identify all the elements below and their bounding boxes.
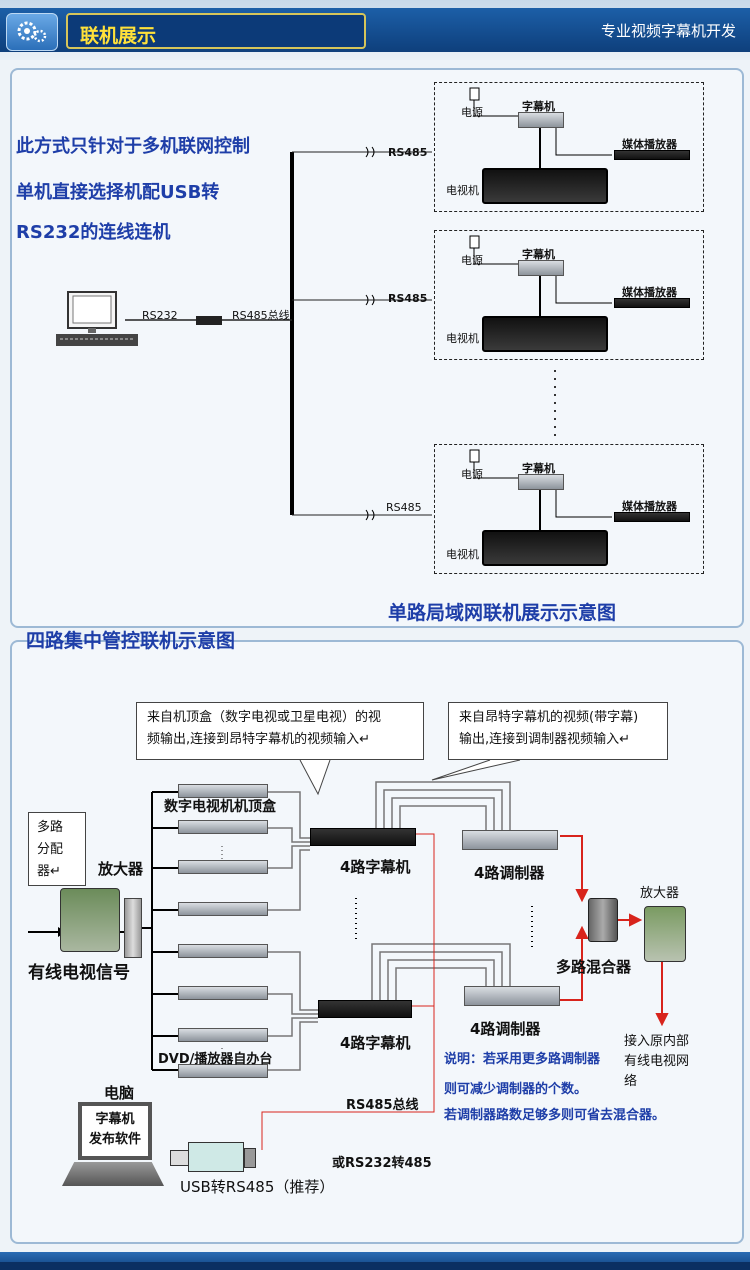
stb-1 (178, 784, 268, 798)
cable-signal-label: 有线电视信号 (28, 963, 130, 983)
rs485-bus-bottom-label: RS485总线 (346, 1098, 419, 1113)
cable-amplifier-icon (60, 888, 120, 952)
modulator-b-label: 4路调制器 (470, 1020, 541, 1038)
tv-3 (482, 530, 608, 566)
header-right-text: 专业视频字幕机开发 (600, 22, 736, 40)
modulator-a (462, 830, 558, 850)
media-player-2 (614, 298, 690, 308)
callout-stb-line-2: 频输出,连接到昂特字幕机的视频输入↵ (147, 732, 371, 747)
subtitle-4ch-b-label: 4路字幕机 (340, 1034, 411, 1052)
header-tab: 联机展示 (66, 13, 366, 49)
stb-5 (178, 944, 268, 958)
subtitle-machine-label-1: 字幕机 (522, 100, 555, 113)
note-3: 若调制器路数足够多则可省去混合器。 (444, 1108, 666, 1123)
media-player-label-1: 媒体播放器 (622, 138, 677, 151)
header: 联机展示 专业视频字幕机开发 (0, 0, 750, 60)
rs232-label: RS232 (142, 309, 178, 322)
media-player-1 (614, 150, 690, 160)
tv-label-3: 电视机 (446, 548, 479, 561)
stb-4 (178, 902, 268, 916)
stb-6 (178, 986, 268, 1000)
subtitle-4ch-a-label: 4路字幕机 (340, 858, 411, 876)
splitter-icon (124, 898, 142, 958)
computer-icon (52, 290, 140, 350)
stb-2 (178, 820, 268, 834)
dvd-label: DVD/播放器自办台 (158, 1052, 273, 1067)
callout-stb-line-1: 来自机顶盒（数字电视或卫星电视）的视 (147, 710, 382, 725)
rs485-label-2: RS485 (388, 292, 428, 305)
callout-modulator-line-1: 来自昂特字幕机的视频(带字幕) (459, 710, 639, 725)
media-player-label-3: 媒体播放器 (622, 500, 677, 513)
callout-modulator: 来自昂特字幕机的视频(带字幕) 输出,连接到调制器视频输入↵ (448, 702, 668, 760)
unit-group-1 (434, 82, 704, 212)
computer-label: 电脑 (104, 1084, 135, 1102)
callout-splitter: 多路 分配 器↵ (28, 812, 86, 886)
tv-1 (482, 168, 608, 204)
software-line-2: 发布软件 (88, 1132, 141, 1147)
amp-right-icon (644, 906, 686, 962)
media-player-3 (614, 512, 690, 522)
subtitle-machine-label-2: 字幕机 (522, 248, 555, 261)
unit-group-3 (434, 444, 704, 574)
software-line-1: 字幕机 (95, 1112, 135, 1127)
laptop-icon (62, 1102, 164, 1192)
modulator-b (464, 986, 560, 1006)
splitter-line-1: 多路 (37, 820, 64, 835)
converter-icon (196, 316, 222, 325)
subtitle-machine-2 (518, 260, 564, 276)
top-caption: 单路局域网联机展示示意图 (388, 602, 617, 624)
bottom-title: 四路集中管控联机示意图 (26, 630, 236, 652)
note-2: 则可减少调制器的个数。 (444, 1082, 588, 1097)
note-1: 说明：若采用更多路调制器 (444, 1052, 601, 1067)
tv-2 (482, 316, 608, 352)
output-label: 接入原内部 有线电视网 络 (624, 1032, 689, 1092)
subtitle-4ch-a (310, 828, 416, 846)
note-line-2: 单机直接选择机配USB转 (16, 182, 220, 203)
stb-7 (178, 1028, 268, 1042)
note-line-3: RS232的连线连机 (16, 222, 171, 243)
tv-label-2: 电视机 (446, 332, 479, 345)
tv-label-1: 电视机 (446, 184, 479, 197)
stb-label: 数字电视机机顶盒 (164, 799, 276, 815)
or-rs232-label: 或RS232转485 (332, 1156, 432, 1171)
subtitle-machine-3 (518, 474, 564, 490)
subtitle-machine-label-3: 字幕机 (522, 462, 555, 475)
subtitle-machine-1 (518, 112, 564, 128)
output-line-1: 接入原内部 (624, 1034, 690, 1049)
subtitle-4ch-b (318, 1000, 412, 1018)
software-label: 字幕机 发布软件 (82, 1110, 148, 1150)
stb-8 (178, 1064, 268, 1078)
splitter-line-3: 器↵ (37, 864, 61, 879)
callout-stb: 来自机顶盒（数字电视或卫星电视）的视 频输出,连接到昂特字幕机的视频输入↵ (136, 702, 424, 760)
gear-icon (6, 13, 58, 51)
callout-modulator-line-2: 输出,连接到调制器视频输入↵ (459, 732, 631, 747)
rs485-label-3: RS485 (386, 501, 422, 514)
unit-wiring (469, 87, 612, 530)
usb-label: USB转RS485（推荐） (180, 1178, 335, 1196)
usb-converter-icon (170, 1142, 256, 1172)
footer-strip (0, 1262, 750, 1270)
media-player-label-2: 媒体播放器 (622, 286, 677, 299)
power-label-3: 电源 (461, 468, 483, 481)
unit-group-2 (434, 230, 704, 360)
splitter-line-2: 分配 (37, 842, 64, 857)
note-line-1: 此方式只针对于多机联网控制 (16, 136, 250, 157)
page-title: 联机展示 (80, 25, 157, 47)
rs485-bus-label: RS485总线 (232, 309, 290, 322)
amplifier-label: 放大器 (98, 860, 144, 878)
rs485-label-1: RS485 (388, 146, 428, 159)
mixer-icon (588, 898, 618, 942)
power-label-1: 电源 (461, 106, 483, 119)
amp-right-label: 放大器 (640, 886, 680, 901)
output-line-2: 有线电视网 (624, 1054, 690, 1069)
mixer-label: 多路混合器 (556, 958, 632, 976)
stb-3 (178, 860, 268, 874)
output-line-3: 络 (624, 1074, 638, 1089)
power-label-2: 电源 (461, 254, 483, 267)
modulator-a-label: 4路调制器 (474, 864, 545, 882)
top-panel (10, 68, 744, 628)
